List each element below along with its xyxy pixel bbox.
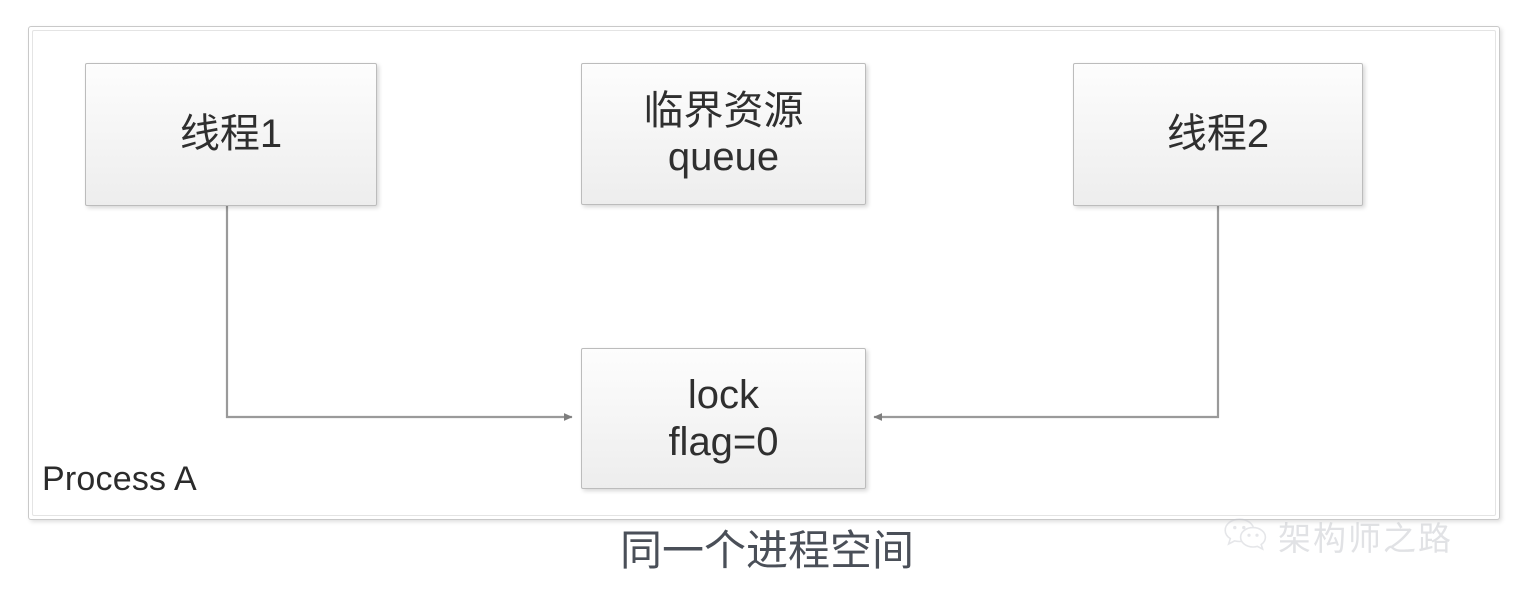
node-critical-resource: 临界资源 queue (581, 63, 866, 205)
node-thread1: 线程1 (85, 63, 377, 206)
diagram-caption: 同一个进程空间 (619, 527, 914, 574)
wechat-icon (1222, 516, 1268, 557)
node-lock-label-line2: flag=0 (668, 419, 779, 464)
node-critical-resource-label-line2: queue (667, 135, 780, 179)
watermark: 架构师之路 (1222, 512, 1453, 560)
node-thread2: 线程2 (1073, 63, 1363, 206)
node-critical-resource-label-line1: 临界资源 (643, 88, 804, 133)
watermark-text: 架构师之路 (1278, 520, 1453, 557)
node-thread1-label: 线程1 (179, 112, 283, 157)
node-thread2-label: 线程2 (1166, 112, 1270, 157)
node-lock: lock flag=0 (581, 348, 866, 489)
process-label: Process A (42, 460, 197, 498)
node-lock-label-line1: lock (687, 373, 760, 418)
